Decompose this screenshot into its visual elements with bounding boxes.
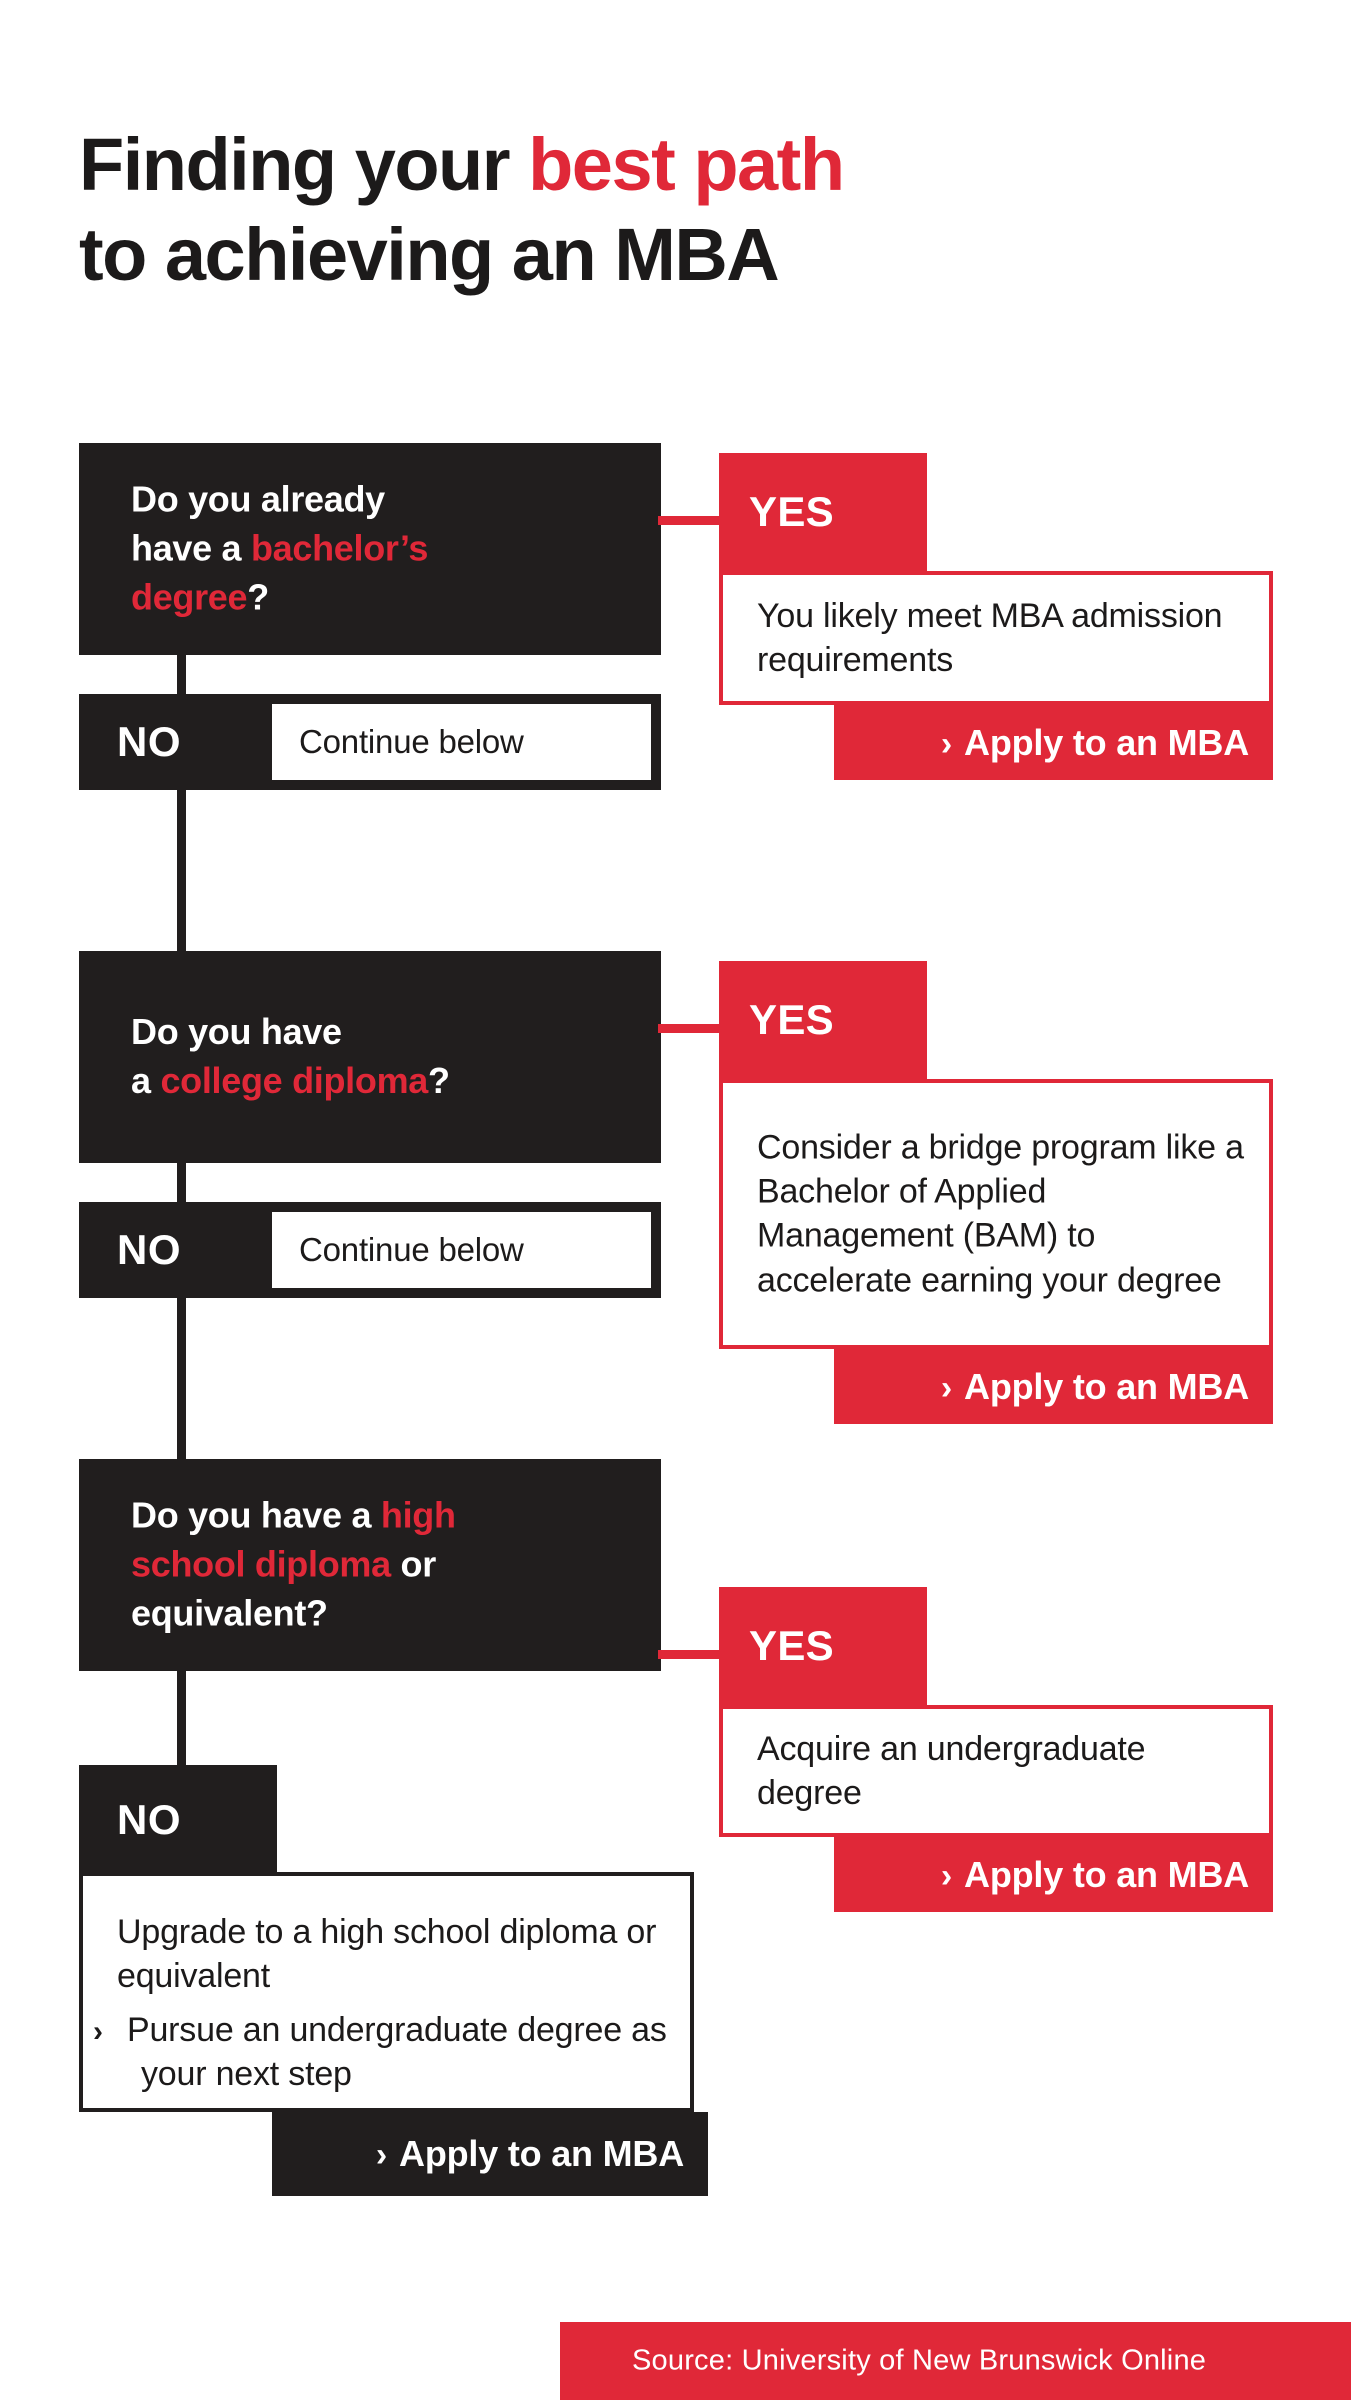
no-outcome-box-step-3: Upgrade to a high school diploma or equi…: [79, 1872, 694, 2112]
apply-text-step-1: Apply to an MBA: [964, 721, 1249, 763]
no-outcome-text-step-1: Continue below: [299, 723, 524, 760]
no-label-step-3: NO: [117, 1796, 181, 1843]
yes-label-step-2: YES: [749, 996, 834, 1043]
chevron-right-icon: ›: [940, 724, 953, 763]
q1-line3-plain: ?: [247, 576, 269, 618]
yes-outcome-text-step-3: Acquire an undergraduate degree: [757, 1729, 1146, 1812]
apply-text-step-3-no-branch: Apply to an MBA: [399, 2133, 684, 2174]
question-text-bachelors: Do you already have a bachelor’s degree?: [131, 476, 631, 623]
yes-outcome-text-step-1: You likely meet MBA admission requiremen…: [757, 596, 1223, 679]
q3-line2-accent: school diploma: [131, 1543, 391, 1585]
apply-label-step-2: › Apply to an MBA: [941, 1366, 1249, 1408]
source-text: Source: University of New Brunswick Onli…: [632, 2344, 1207, 2377]
connector-vertical-q2-no2: [177, 1158, 186, 1203]
yes-badge-step-1: YES: [719, 453, 927, 571]
page-title-part-accent: best path: [528, 123, 845, 206]
question-box-college-diploma: Do you have a college diploma?: [79, 951, 661, 1163]
yes-label-step-1: YES: [749, 488, 834, 535]
q1-line1: Do you already: [131, 478, 385, 520]
q1-line2-plain: have a: [131, 527, 251, 569]
apply-button-step-3[interactable]: › Apply to an MBA: [834, 1837, 1273, 1912]
yes-outcome-text-step-2: Consider a bridge program like a Bachelo…: [757, 1128, 1244, 1300]
question-box-bachelors: Do you already have a bachelor’s degree?: [79, 443, 661, 655]
connector-vertical-q3-no3: [177, 1666, 186, 1768]
no-outcome-box-step-2: Continue below: [272, 1212, 651, 1288]
connector-vertical-q1-no1: [177, 650, 186, 695]
apply-label-step-3: › Apply to an MBA: [941, 1854, 1249, 1896]
q3-line1-accent: high: [380, 1494, 456, 1536]
apply-label-step-3-no-branch: › Apply to an MBA: [376, 2133, 684, 2175]
apply-text-step-2: Apply to an MBA: [964, 1365, 1249, 1407]
yes-outcome-box-step-1: You likely meet MBA admission requiremen…: [719, 571, 1273, 705]
page-title-line-2: to achieving an MBA: [79, 213, 780, 296]
apply-text-step-3: Apply to an MBA: [964, 1853, 1249, 1895]
q1-line3-accent: degree: [131, 576, 248, 618]
chevron-right-icon: ›: [375, 2136, 388, 2174]
source-bar: Source: University of New Brunswick Onli…: [560, 2322, 1351, 2400]
no-outcome-text-step-3-line-2: ›Pursue an undergraduate degree as your …: [93, 2011, 667, 2094]
q2-line2-accent: college diploma: [160, 1060, 428, 1101]
apply-button-step-2[interactable]: › Apply to an MBA: [834, 1349, 1273, 1424]
no-outcome-text-step-2: Continue below: [299, 1231, 524, 1268]
yes-badge-step-3: YES: [719, 1587, 927, 1705]
question-text-high-school: Do you have a high school diploma or equ…: [131, 1492, 631, 1639]
q3-line3: equivalent?: [131, 1592, 328, 1634]
no-bar-step-2: NO Continue below: [79, 1202, 661, 1298]
no-outcome-box-step-1: Continue below: [272, 704, 651, 780]
connector-horizontal-q2-yes2: [658, 1024, 722, 1033]
no-label-step-1: NO: [117, 718, 181, 765]
q1-line2-accent: bachelor’s: [250, 527, 429, 569]
chevron-right-icon: ›: [940, 1368, 953, 1407]
q2-line2-tail: ?: [428, 1060, 450, 1101]
connector-vertical-step1-step2: [177, 790, 186, 951]
no-badge-step-3: NO: [79, 1765, 277, 1875]
connector-horizontal-q3-yes3: [658, 1650, 722, 1659]
q2-line2-plain: a: [131, 1060, 161, 1101]
question-box-high-school: Do you have a high school diploma or equ…: [79, 1459, 661, 1671]
yes-badge-step-2: YES: [719, 961, 927, 1079]
yes-outcome-box-step-2: Consider a bridge program like a Bachelo…: [719, 1079, 1273, 1349]
yes-label-step-3: YES: [749, 1622, 834, 1669]
apply-label-step-1: › Apply to an MBA: [941, 722, 1249, 764]
no-outcome-text-step-3-line-1: Upgrade to a high school diploma or equi…: [117, 1913, 657, 1996]
page-title-line-1: Finding your best path: [79, 128, 1259, 202]
page-title-part-plain: Finding your: [79, 123, 529, 206]
no-label-step-2: NO: [117, 1226, 181, 1273]
apply-button-step-1[interactable]: › Apply to an MBA: [834, 705, 1273, 780]
no-outcome-text-step-3-line-2-text: Pursue an undergraduate degree as your n…: [127, 2011, 667, 2094]
no-bar-step-1: NO Continue below: [79, 694, 661, 790]
chevron-right-icon: ›: [940, 1856, 953, 1895]
connector-vertical-step2-step3: [177, 1298, 186, 1459]
q2-line1: Do you have: [131, 1011, 342, 1053]
q3-line1-plain: Do you have a: [131, 1494, 381, 1536]
page-title: Finding your best path to achieving an M…: [79, 128, 1259, 292]
connector-horizontal-q1-yes1: [658, 516, 722, 525]
apply-button-step-3-no-branch[interactable]: › Apply to an MBA: [272, 2112, 708, 2196]
q3-line2-plain: or: [390, 1543, 437, 1585]
yes-outcome-box-step-3: Acquire an undergraduate degree: [719, 1705, 1273, 1837]
question-text-college-diploma: Do you have a college diploma?: [131, 1008, 631, 1106]
